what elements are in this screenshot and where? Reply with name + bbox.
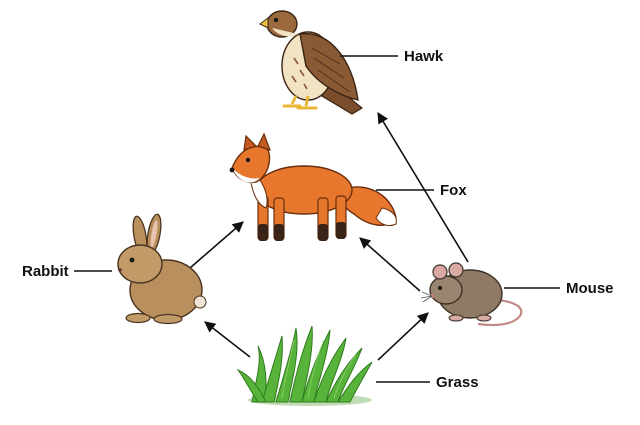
edge-rabbit-fox (189, 221, 244, 269)
grass-icon (236, 325, 373, 406)
edge-grass-rabbit (204, 321, 251, 358)
edge-mouse-hawk (377, 112, 469, 263)
mouse-icon (420, 262, 523, 327)
rabbit-icon (117, 213, 207, 325)
fox-icon (229, 132, 397, 241)
edge-grass-mouse (377, 312, 429, 361)
hawk-label: Hawk (404, 48, 444, 65)
labels: Hawk Fox Rabbit Mouse Grass (22, 48, 614, 391)
edge-mouse-fox (359, 237, 421, 292)
grass-label: Grass (436, 374, 479, 391)
mouse-label: Mouse (566, 280, 614, 297)
fox-label: Fox (440, 182, 467, 199)
edges (189, 112, 469, 361)
hawk-icon (259, 10, 364, 115)
rabbit-label: Rabbit (22, 263, 69, 280)
